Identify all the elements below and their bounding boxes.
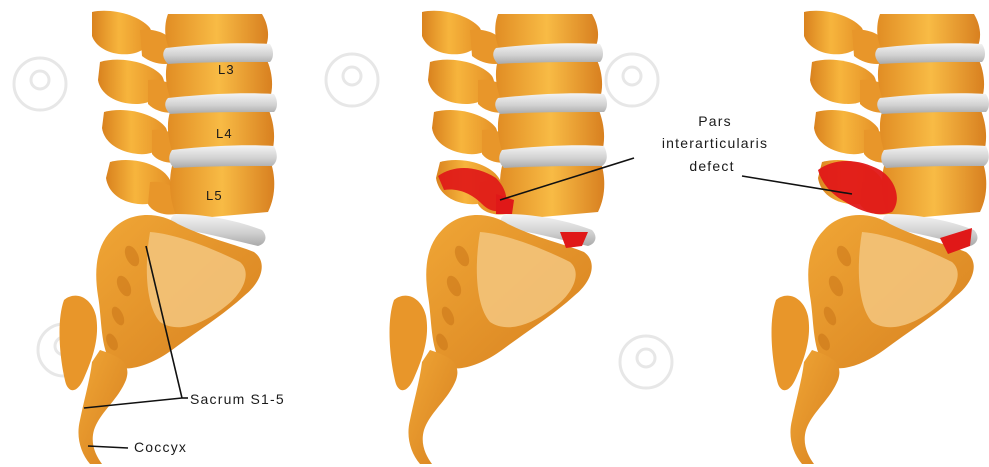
label-pars-line1: Pars (698, 113, 732, 129)
label-l5: L5 (206, 188, 223, 203)
label-pars-line2: interarticularis (662, 135, 768, 151)
label-pars-line3: defect (689, 158, 734, 174)
coccyx-leader (88, 446, 128, 448)
spine-spondylolysis (390, 11, 607, 464)
spine-spondylolisthesis (772, 11, 989, 464)
label-l4: L4 (216, 126, 233, 141)
label-l3: L3 (218, 62, 235, 77)
label-coccyx: Coccyx (134, 439, 187, 455)
label-sacrum: Sacrum S1-5 (190, 391, 285, 407)
